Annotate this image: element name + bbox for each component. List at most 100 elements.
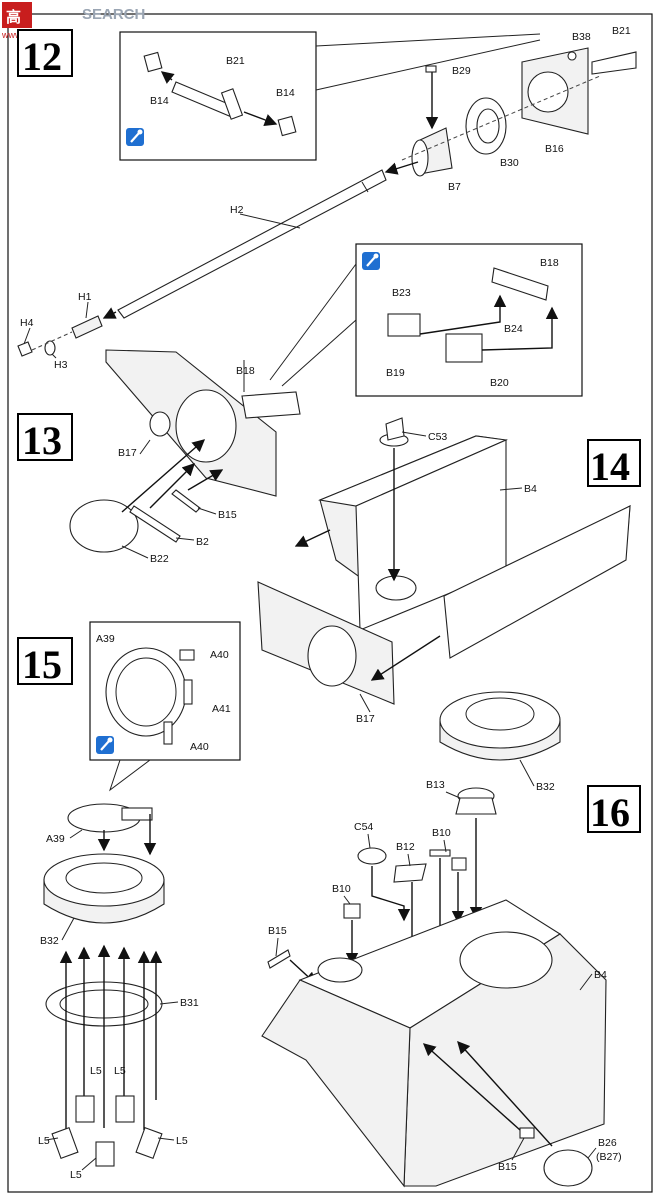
step-number: 13 (22, 418, 62, 463)
note-wrench-icon (126, 128, 144, 146)
part-label: B22 (150, 553, 169, 565)
part-label: B12 (396, 841, 415, 853)
part-L5 (75, 1095, 95, 1123)
part-label: B19 (386, 367, 405, 379)
assembly-arrow (481, 306, 559, 351)
step-number: 16 (590, 790, 630, 835)
assembly-arrow (371, 866, 411, 922)
step-number-box (587, 439, 641, 487)
assembly-axis (401, 75, 601, 161)
part-label: L5 (176, 1135, 188, 1147)
part-label: B18 (540, 257, 559, 269)
part-B4-front (443, 505, 631, 659)
part-B17-opening (175, 389, 237, 463)
part-B4-front (261, 979, 411, 1188)
part-label: B29 (452, 65, 471, 77)
detail-inset (89, 621, 241, 761)
step-15: 15 A39 A40 A41 A40 (17, 621, 241, 1181)
step-number: 12 (22, 34, 62, 79)
step-13: 13 B18 B23 B24 B19 B20 B18 B17 B15 (17, 243, 583, 565)
part-label: B24 (504, 323, 523, 335)
step-12: 12 B21 B14 B14 (17, 25, 637, 371)
part-A39 (105, 647, 187, 737)
part-label: B15 (268, 925, 287, 937)
part-label: H3 (54, 359, 68, 371)
sheet-border (7, 13, 653, 1193)
part-L5 (115, 1095, 135, 1123)
part-label: B18 (236, 365, 255, 377)
part-B18 (491, 267, 549, 301)
part-label: B2 (196, 536, 209, 548)
leader-lines (359, 431, 523, 713)
note-wrench-icon (362, 252, 380, 270)
part-B21-lever (220, 88, 244, 120)
part-label: H2 (230, 204, 244, 216)
part-label: B26 (598, 1137, 617, 1149)
part-label: B20 (490, 377, 509, 389)
part-label: B17 (356, 713, 375, 725)
part-H3 (44, 340, 56, 356)
assembly-arrow (121, 439, 206, 513)
leader-lines (23, 213, 301, 359)
part-label: (B27) (596, 1151, 622, 1163)
part-label: B15 (498, 1161, 517, 1173)
part-B10 (343, 903, 361, 919)
part-B26 (543, 1149, 593, 1187)
assembly-arrow (384, 161, 419, 175)
part-label: L5 (90, 1065, 102, 1077)
part-label: H1 (78, 291, 92, 303)
part-label: A39 (46, 833, 65, 845)
part-label: B13 (426, 779, 445, 791)
watermark-text: SEARCH (82, 6, 145, 23)
part-L5 (135, 1127, 163, 1159)
detail-inset (119, 31, 317, 161)
part-label: B14 (276, 87, 295, 99)
part-label: B21 (226, 55, 245, 67)
assembly-arrow (160, 71, 175, 84)
assembly-arrow (422, 1043, 521, 1131)
assembly-arrow (294, 529, 331, 547)
turret-ring (375, 575, 417, 601)
part-label: B10 (432, 827, 451, 839)
callout-pointer (109, 759, 151, 792)
leader-lines (121, 439, 217, 559)
part-label: C54 (354, 821, 373, 833)
assembly-arrow (370, 635, 441, 681)
assembly-arrow (102, 307, 117, 319)
part-B14 (143, 51, 163, 73)
part-label: B15 (218, 509, 237, 521)
part-label: L5 (70, 1169, 82, 1181)
part-B16-ring (527, 71, 569, 113)
step-16: 16 B32 B13 C54 B (261, 691, 641, 1188)
part-L5 (51, 1127, 79, 1159)
part-B19 (387, 313, 421, 337)
part-label: B17 (118, 447, 137, 459)
watermark-brand: 高 (6, 8, 21, 26)
part-label: B4 (594, 969, 607, 981)
part-label: B30 (500, 157, 519, 169)
part-label: B14 (150, 95, 169, 107)
step-number-box (17, 413, 73, 461)
part-A40 (163, 721, 173, 745)
part-B29 (425, 65, 437, 73)
part-label: B32 (536, 781, 555, 793)
step-number-box (587, 785, 641, 833)
part-C54 (357, 847, 387, 865)
turret-opening (459, 931, 553, 989)
note-wrench-icon (96, 736, 114, 754)
part-A41 (183, 679, 193, 705)
assembly-arrow (187, 469, 224, 491)
part-B10 (429, 849, 451, 857)
assembly-arrow (457, 1040, 553, 1147)
part-label: C53 (428, 431, 447, 443)
part-B38 (567, 51, 577, 61)
step-number-box (17, 29, 73, 77)
part-label: L5 (114, 1065, 126, 1077)
watermark-logo (2, 2, 32, 28)
part-label: A41 (212, 703, 231, 715)
part-label: H4 (20, 317, 34, 329)
part-label: B4 (524, 483, 537, 495)
part-B2 (129, 505, 181, 543)
part-label: A40 (210, 649, 229, 661)
